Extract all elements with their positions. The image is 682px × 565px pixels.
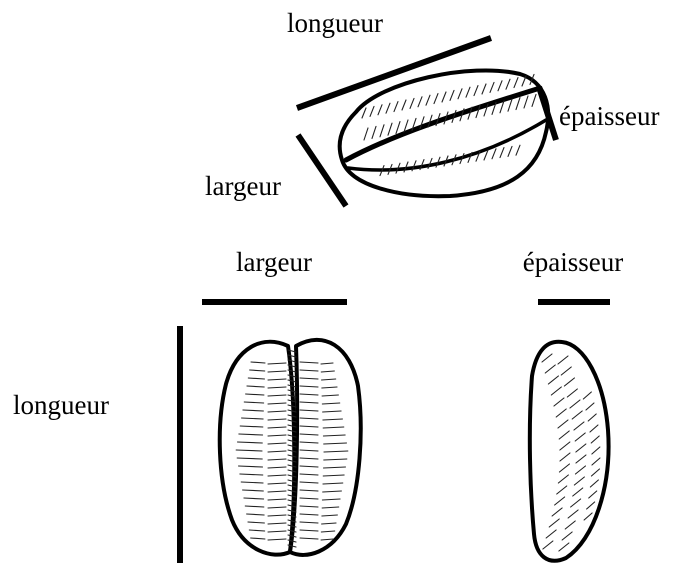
bean-3d-view — [340, 70, 548, 196]
bean-side-view — [530, 342, 609, 561]
top-length-label: longueur — [287, 8, 383, 38]
bottom-width-label: largeur — [236, 247, 312, 277]
bean-front-view — [220, 340, 361, 555]
bottom-length-label: longueur — [13, 390, 109, 420]
bottom-thickness-label: épaisseur — [523, 247, 623, 277]
bean-3d-body — [340, 70, 548, 196]
bean-side-body — [530, 342, 609, 561]
top-thickness-label: épaisseur — [559, 101, 659, 131]
top-width-label: largeur — [205, 171, 281, 201]
